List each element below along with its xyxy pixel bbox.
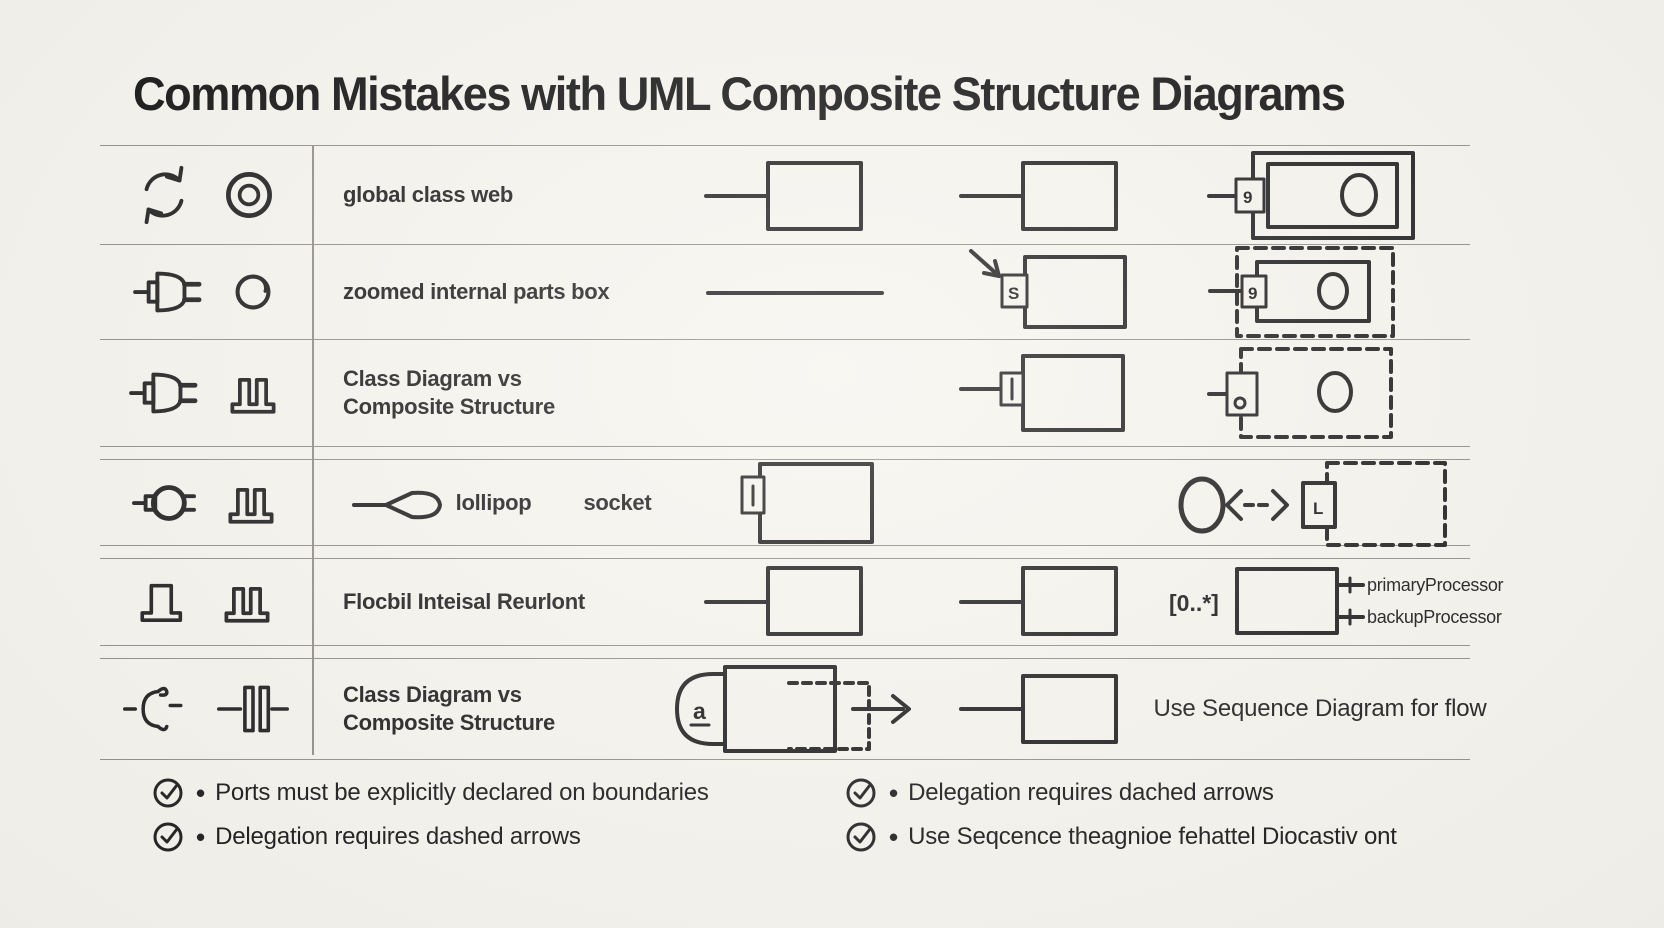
note-item: • Use Seqcence theagnioe fehattel Diocas…	[845, 820, 1397, 854]
note-item: • Delegation requires dached arrows	[845, 776, 1274, 810]
multiplicity-label: [0..*]	[1169, 590, 1219, 616]
diagram-connector-to-box	[930, 562, 1170, 642]
bullet-dot: •	[196, 778, 206, 808]
note-text: Delegation requires dached arrows	[908, 779, 1274, 806]
lollipop-sketch-icon	[351, 490, 442, 519]
row-label: Class Diagram vs	[343, 682, 522, 707]
table-row: Class Diagram vs Composite Structure	[100, 339, 1470, 446]
port-label: L	[1313, 499, 1323, 518]
socket-icon	[228, 487, 274, 524]
part-label: a	[693, 698, 706, 724]
icon-cell	[100, 572, 312, 632]
port-name-bottom: backupProcessor	[1367, 607, 1502, 627]
row-label: Class Diagram vs	[343, 366, 522, 391]
table-row: Class Diagram vs Composite Structure a	[100, 658, 1487, 759]
note-text: Delegation requires dashed arrows	[215, 823, 581, 850]
socket-label: socket	[583, 489, 652, 515]
plug-icon	[129, 372, 198, 414]
diagram-box-with-port	[660, 461, 930, 545]
socket-icon	[224, 587, 270, 623]
table-row: lollipop socket	[100, 458, 1470, 548]
diagram-connector-to-box	[930, 667, 1170, 751]
note-item: • Ports must be explicitly declared on b…	[152, 776, 709, 810]
port-label: 9	[1243, 188, 1252, 207]
circle-icon	[235, 274, 271, 310]
check-circle-icon	[846, 778, 876, 808]
double-separator	[100, 446, 1470, 459]
bullet-dot: •	[196, 822, 206, 852]
diagram-circle-dashed-arrow-port: L	[1170, 458, 1470, 548]
note-text: Ports must be explicitly declared on bou…	[215, 779, 709, 806]
diagram-dashed-box-with-port: 9	[1170, 245, 1470, 339]
lollipop-label: lollipop	[455, 489, 532, 515]
bullet-dot: •	[889, 778, 899, 808]
bullet-dot: •	[889, 822, 899, 852]
diagram-connector-to-box	[660, 562, 930, 642]
row-label-cell: Class Diagram vs Composite Structure	[312, 681, 660, 737]
icon-cell	[100, 164, 312, 226]
circle-plug-icon	[132, 484, 196, 521]
table-row: Flocbil Inteisal Reurlont [0..*]	[100, 558, 1504, 645]
sync-arrows-icon	[144, 165, 184, 225]
mistakes-table: global class web	[100, 145, 1504, 760]
row-label-cell: Class Diagram vs Composite Structure	[312, 365, 660, 421]
note-item: • Delegation requires dashed arrows	[152, 820, 581, 854]
icon-cell	[100, 679, 312, 739]
diagram-nested-box-with-port: 9	[1170, 149, 1470, 241]
icon-cell	[100, 362, 312, 424]
icon-cell	[100, 472, 312, 534]
note-text: Use Sequence Diagram for flow	[1153, 695, 1487, 722]
donut-circle-icon	[226, 172, 272, 218]
row-label: global class web	[343, 182, 514, 207]
diagram-multiplicity-box-named-ports: [0..*] primaryProcessor backupProcessor	[1169, 559, 1504, 645]
double-separator	[100, 645, 1470, 658]
block-icon	[140, 583, 183, 622]
check-circle-icon	[153, 778, 183, 808]
curl-plug-icon	[123, 686, 183, 732]
sequence-diagram-note: Use Sequence Diagram for flow	[1153, 695, 1486, 723]
port-name-top: primaryProcessor	[1367, 575, 1504, 595]
diagram-dashed-box-with-port-circle	[1170, 347, 1470, 439]
capacitor-icon	[217, 685, 289, 733]
socket-icon	[230, 378, 276, 414]
diagram-connector-to-box	[660, 152, 930, 238]
row-label-cell: zoomed internal parts box	[312, 278, 660, 306]
table-row: zoomed internal parts box S	[100, 244, 1470, 339]
port-label: 9	[1248, 284, 1257, 303]
note-text: Use Seqcence theagnioe fehattel Diocasti…	[908, 823, 1397, 850]
diagram-box-with-port	[930, 347, 1170, 439]
row-label: zoomed internal parts box	[343, 279, 610, 304]
row-label: Flocbil Inteisal Reurlont	[343, 589, 585, 614]
port-label: S	[1008, 284, 1019, 303]
page-title: Common Mistakes with UML Composite Struc…	[133, 67, 1346, 120]
row-label-cell: global class web	[312, 181, 660, 209]
column-divider-line	[312, 145, 314, 755]
double-separator	[100, 545, 1470, 558]
row-label-line2: Composite Structure	[343, 394, 555, 419]
plug-icon	[133, 271, 202, 313]
row-label-line2: Composite Structure	[343, 710, 555, 735]
row-label-cell: Flocbil Inteisal Reurlont	[312, 588, 660, 616]
check-circle-icon	[153, 822, 183, 852]
row-label-cell: lollipop socket	[312, 483, 660, 523]
diagram-plain-line	[660, 249, 930, 335]
table-row: global class web	[100, 145, 1470, 244]
check-circle-icon	[846, 822, 876, 852]
diagram-arrow-to-port-on-box: S	[930, 247, 1170, 337]
diagram-capsule-dashed-extension-arrow: a	[660, 661, 930, 757]
icon-cell	[100, 261, 312, 323]
diagram-connector-to-box	[930, 152, 1170, 238]
